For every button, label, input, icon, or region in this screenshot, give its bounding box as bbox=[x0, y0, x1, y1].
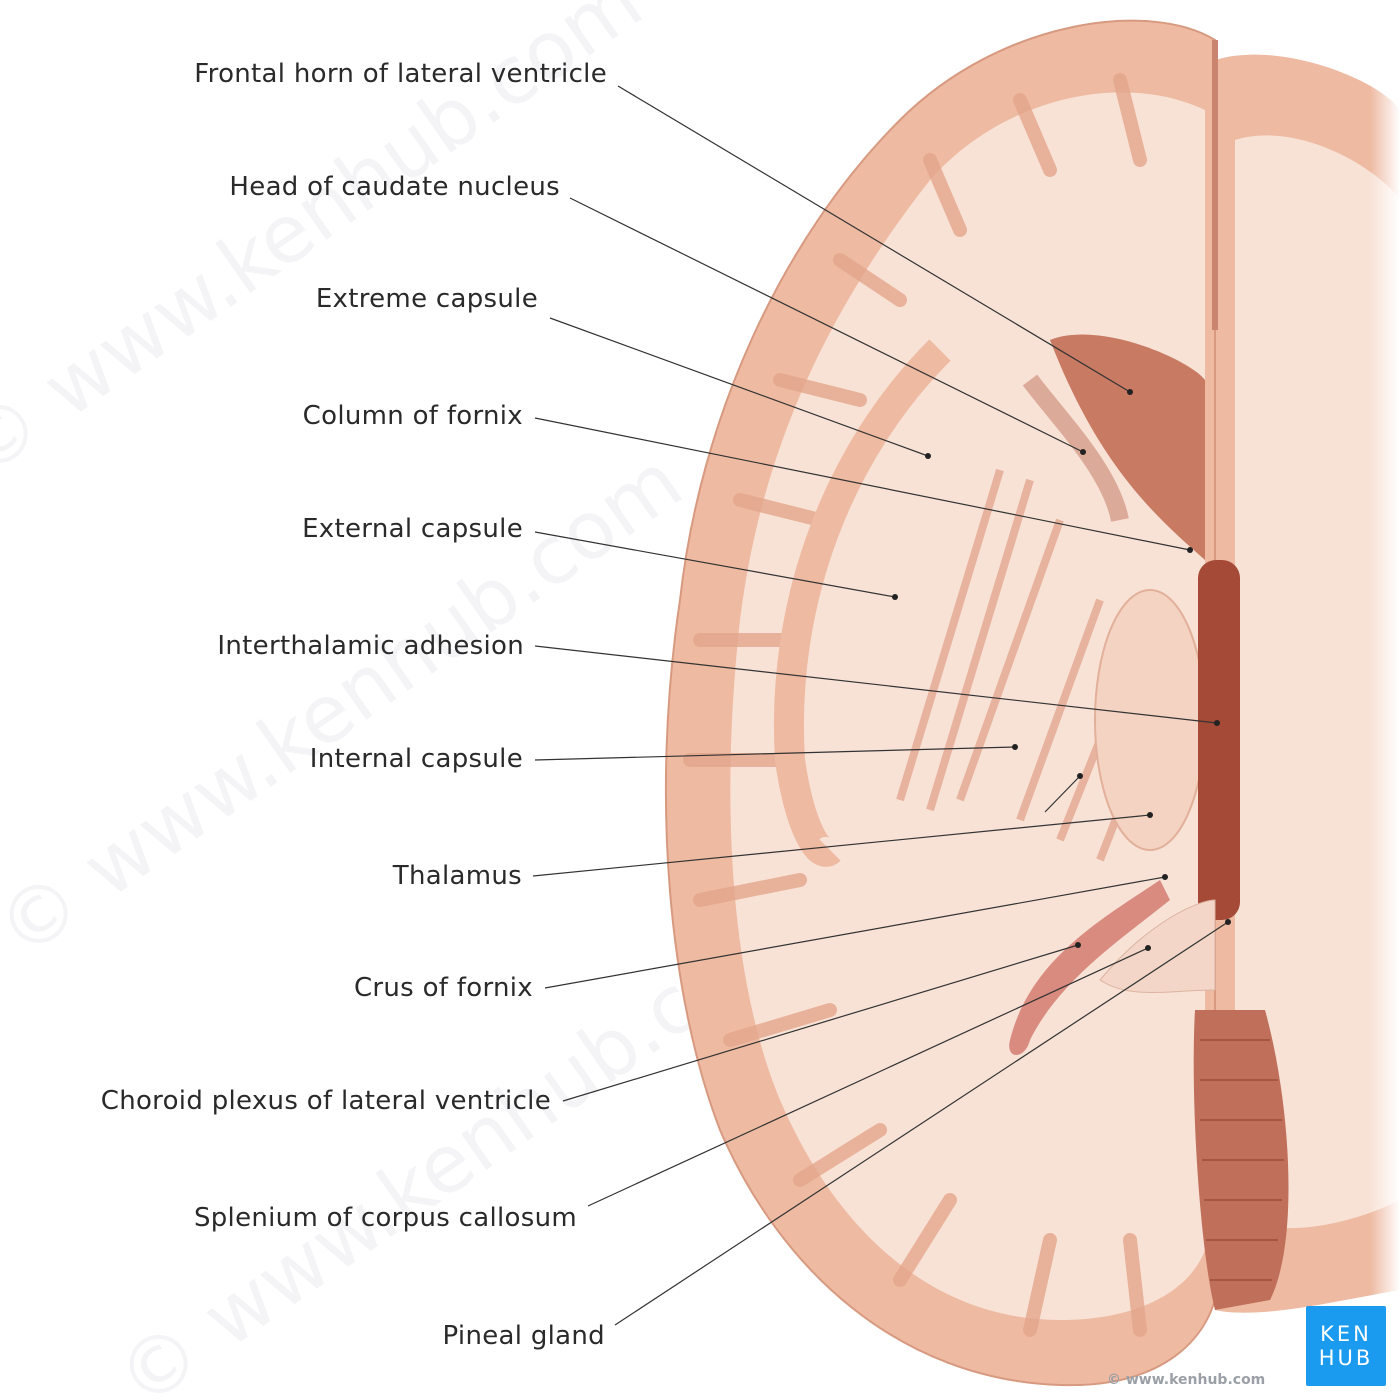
label-internal-capsule: Internal capsule bbox=[309, 744, 523, 774]
frontal-horn bbox=[1050, 334, 1205, 560]
copyright: © www.kenhub.com bbox=[1107, 1372, 1266, 1388]
label-frontal-horn: Frontal horn of lateral ventricle bbox=[194, 59, 607, 89]
leader-dots bbox=[892, 389, 1231, 951]
label-head-of-caudate-nucleus: Head of caudate nucleus bbox=[229, 172, 560, 202]
label-column-of-fornix: Column of fornix bbox=[302, 401, 523, 431]
logo-line2: HUB bbox=[1318, 1346, 1374, 1370]
label-pineal-gland: Pineal gland bbox=[442, 1321, 605, 1351]
third-ventricle bbox=[1198, 560, 1240, 920]
splenium bbox=[1099, 899, 1216, 993]
label-thalamus: Thalamus bbox=[392, 861, 522, 891]
label-choroid-plexus: Choroid plexus of lateral ventricle bbox=[100, 1086, 551, 1116]
logo-line1: KEN bbox=[1320, 1322, 1372, 1346]
label-crus-of-fornix: Crus of fornix bbox=[353, 973, 533, 1003]
label-splenium: Splenium of corpus callosum bbox=[193, 1203, 577, 1233]
label-extreme-capsule: Extreme capsule bbox=[315, 284, 538, 314]
choroid-plexus bbox=[1009, 880, 1170, 1055]
leader-lines bbox=[532, 85, 1229, 1326]
label-interthalamic-adhesion: Interthalamic adhesion bbox=[217, 631, 524, 661]
kenhub-logo: KEN HUB bbox=[1306, 1306, 1386, 1386]
label-external-capsule: External capsule bbox=[302, 514, 523, 544]
